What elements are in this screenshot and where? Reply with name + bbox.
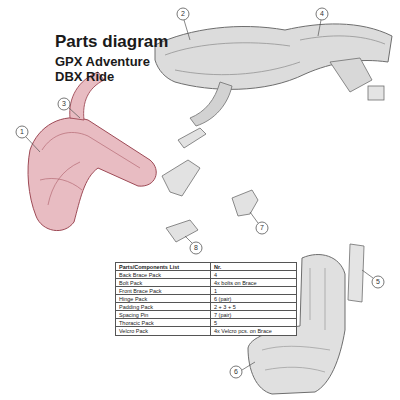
hinge-part xyxy=(162,160,200,196)
velcro-tab xyxy=(368,86,384,100)
callout-number: 4 xyxy=(316,8,328,20)
leader-line xyxy=(242,362,255,370)
front-brace xyxy=(28,118,156,231)
leader-line xyxy=(184,20,190,40)
leader-line xyxy=(185,236,192,243)
callout-number: 5 xyxy=(372,276,384,288)
padding-strip xyxy=(348,244,364,302)
callout-number: 1 xyxy=(16,126,28,138)
callout-circle xyxy=(372,276,384,288)
spacing-pin xyxy=(232,190,258,216)
callout-circle xyxy=(177,8,189,20)
callout-circle xyxy=(256,222,268,234)
leader-line xyxy=(250,212,258,223)
rear-bracket xyxy=(330,58,372,92)
callout-number: 8 xyxy=(190,242,202,254)
back-brace-arm xyxy=(190,82,232,126)
callout-number: 6 xyxy=(230,366,242,378)
subtitle: GPX Adventure xyxy=(55,54,150,69)
callout-number: 7 xyxy=(256,222,268,234)
subtitle: DBX Ride xyxy=(55,69,114,84)
callout-circle xyxy=(230,366,242,378)
callout-number: 2 xyxy=(177,8,189,20)
leader-line xyxy=(318,20,321,36)
callout-circle xyxy=(16,126,28,138)
diagram-title: Parts diagram xyxy=(55,32,168,52)
leader-line xyxy=(362,270,373,278)
leader-line xyxy=(69,108,80,118)
table-cell: 4x Velcro pcs. on Brace xyxy=(210,326,297,336)
bolt-part xyxy=(178,128,206,148)
callout-circle xyxy=(58,98,70,110)
padding-part xyxy=(166,220,198,242)
callout-circle xyxy=(190,242,202,254)
front-brace-detail xyxy=(40,132,140,205)
callout-number: 3 xyxy=(58,98,70,110)
leader-line xyxy=(26,137,40,152)
callout-circle xyxy=(316,8,328,20)
table-cell: Velcro Pack xyxy=(115,326,211,336)
